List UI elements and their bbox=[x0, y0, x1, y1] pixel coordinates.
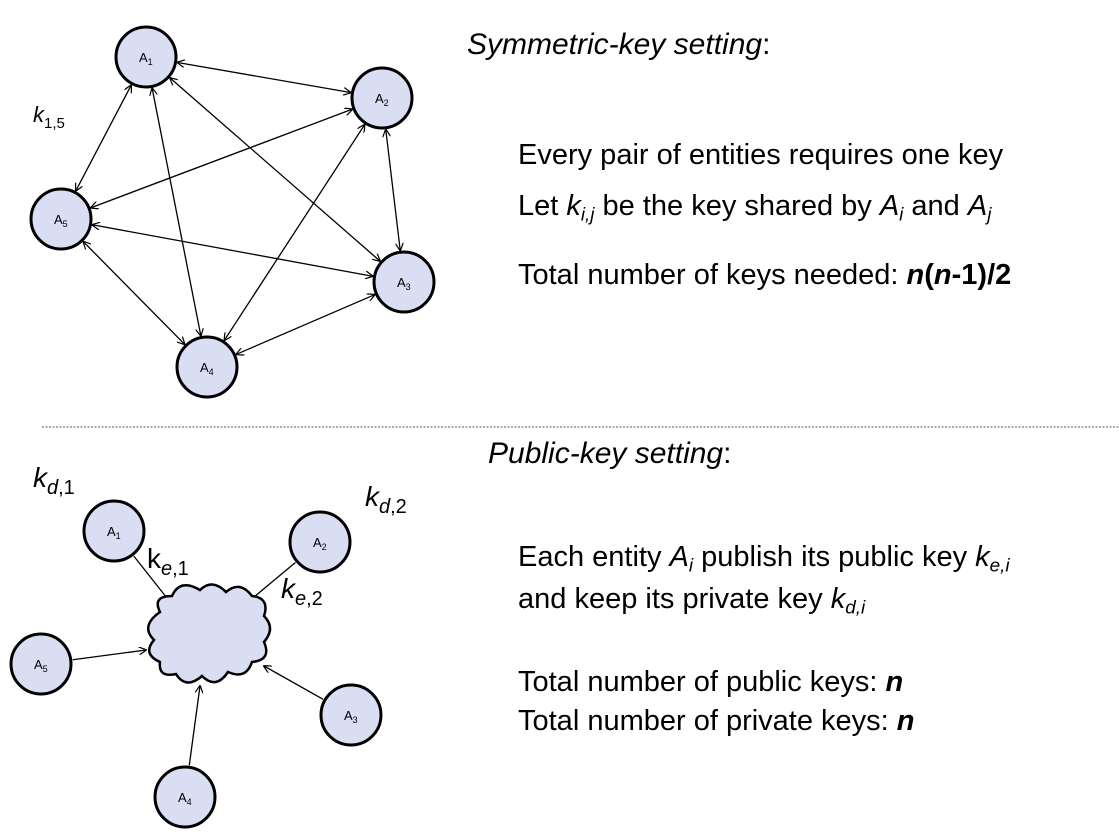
node-circle bbox=[29, 187, 93, 251]
node-label: A5 bbox=[34, 657, 48, 674]
edge-a3-cloud bbox=[264, 666, 324, 700]
node-label: A1 bbox=[107, 524, 121, 541]
edge-a5-cloud bbox=[72, 650, 146, 661]
node-label: A3 bbox=[397, 275, 411, 292]
node-label: A4 bbox=[200, 360, 214, 377]
node-label: A5 bbox=[54, 212, 68, 229]
node-circle bbox=[372, 250, 436, 314]
sym-key-label-k15: k1,5 bbox=[33, 102, 65, 132]
sym-node-a4: A4 bbox=[175, 335, 239, 399]
pub-node-a5: A5 bbox=[9, 632, 73, 696]
edge-a3-a5 bbox=[92, 225, 372, 276]
pub-label-kd1: kd,1 bbox=[33, 462, 75, 499]
edge-a4-cloud bbox=[188, 686, 200, 766]
node-label: A4 bbox=[178, 790, 192, 807]
edge-a1-a2 bbox=[178, 62, 351, 92]
edge-a2-a5 bbox=[91, 109, 352, 207]
node-circle bbox=[350, 66, 414, 130]
pub-label-ke1: ke,1 bbox=[147, 543, 189, 580]
pub-node-a2: A2 bbox=[288, 510, 352, 574]
node-label: A3 bbox=[344, 708, 358, 725]
sym-node-a1: A1 bbox=[114, 25, 178, 89]
pub-label-ke2: ke,2 bbox=[281, 573, 323, 610]
node-circle bbox=[9, 632, 73, 696]
node-circle bbox=[175, 335, 239, 399]
public-line-private: and keep its private key kd,i bbox=[518, 583, 866, 618]
public-line-total-public: Total number of public keys: n bbox=[518, 666, 904, 698]
node-label: A2 bbox=[375, 91, 389, 108]
node-circle bbox=[153, 765, 217, 829]
node-circle bbox=[114, 25, 178, 89]
symmetric-line-total-keys: Total number of keys needed: n(n-1)/2 bbox=[518, 259, 1012, 291]
node-label: A1 bbox=[139, 50, 153, 67]
public-line-total-private: Total number of private keys: n bbox=[518, 705, 915, 737]
pub-node-a1: A1 bbox=[82, 499, 146, 563]
pub-label-kd2: kd,2 bbox=[365, 481, 407, 518]
edge-a1-a3 bbox=[170, 78, 380, 261]
node-circle bbox=[82, 499, 146, 563]
public-title: Public-key setting: bbox=[488, 437, 732, 470]
node-circle bbox=[288, 510, 352, 574]
edge-a4-a5 bbox=[83, 242, 184, 344]
node-circle bbox=[319, 683, 383, 747]
pub-node-a3: A3 bbox=[319, 683, 383, 747]
sym-node-a3: A3 bbox=[372, 250, 436, 314]
public-line-publish: Each entity Ai publish its public key ke… bbox=[518, 541, 1010, 576]
sym-node-a2: A2 bbox=[350, 66, 414, 130]
sym-node-a5: A5 bbox=[29, 187, 93, 251]
node-label: A2 bbox=[313, 535, 327, 552]
edge-a2-a3 bbox=[386, 130, 400, 250]
symmetric-line-pairs: Every pair of entities requires one key bbox=[518, 139, 1004, 171]
public-key-directory-cloud bbox=[147, 583, 272, 684]
symmetric-title: Symmetric-key setting: bbox=[467, 28, 771, 61]
symmetric-line-shared-key: Let ki,j be the key shared by Ai and Aj bbox=[518, 190, 992, 225]
edge-a1-a4 bbox=[152, 88, 201, 335]
edge-a1-a5 bbox=[76, 85, 131, 190]
symmetric-edges bbox=[76, 62, 400, 354]
pub-node-a4: A4 bbox=[153, 765, 217, 829]
edge-a3-a4 bbox=[236, 295, 374, 355]
